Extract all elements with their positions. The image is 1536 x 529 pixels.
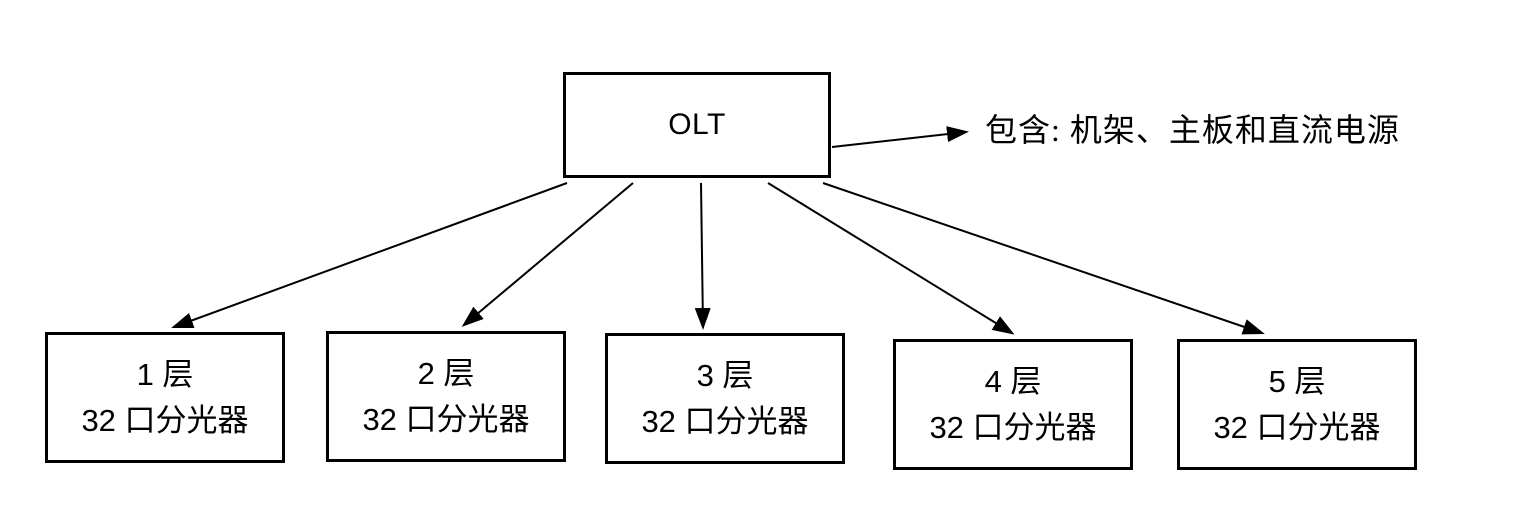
floor-node-4: 4 层 32 口分光器 — [893, 339, 1133, 470]
olt-label: OLT — [668, 108, 726, 141]
annotation-text: 包含: 机架、主板和直流电源 — [985, 112, 1400, 148]
olt-node: OLT — [563, 72, 831, 178]
floor-node-label: 3 层 — [696, 357, 754, 393]
splitter-label: 32 口分光器 — [1213, 409, 1381, 445]
floor-node-label: 2 层 — [417, 355, 475, 391]
floor-node-3: 3 层 32 口分光器 — [605, 333, 845, 464]
arrow-olt-to-floor5 — [822, 182, 1265, 335]
floor-node-1: 1 层 32 口分光器 — [45, 332, 285, 463]
splitter-label: 32 口分光器 — [362, 401, 530, 437]
arrow-olt-to-floor3 — [694, 182, 711, 330]
splitter-label: 32 口分光器 — [81, 402, 249, 438]
arrow-olt-to-floor1 — [171, 182, 568, 329]
arrow-olt-to-annotation — [831, 126, 969, 148]
floor-node-label: 4 层 — [984, 363, 1042, 399]
floor-node-5: 5 层 32 口分光器 — [1177, 339, 1417, 470]
floor-node-label: 5 层 — [1268, 363, 1326, 399]
arrow-olt-to-floor2 — [461, 182, 634, 327]
splitter-label: 32 口分光器 — [929, 409, 1097, 445]
floor-node-2: 2 层 32 口分光器 — [326, 331, 566, 462]
floor-node-label: 1 层 — [136, 356, 194, 392]
arrow-olt-to-floor4 — [767, 182, 1015, 335]
splitter-label: 32 口分光器 — [641, 403, 809, 439]
